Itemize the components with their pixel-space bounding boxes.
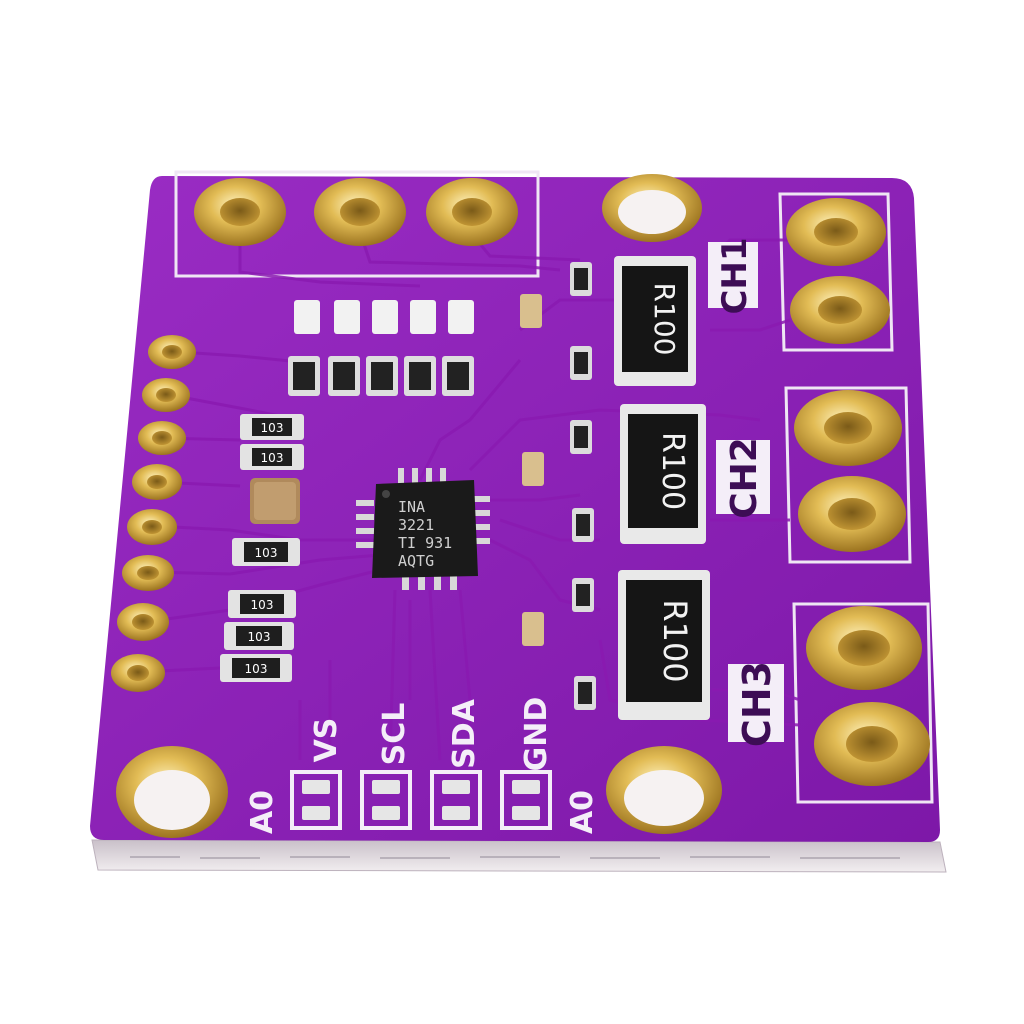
label-a0-right: A0 xyxy=(565,790,600,834)
shunt-resistor-3: R100 xyxy=(618,570,710,720)
board-edge xyxy=(91,839,947,873)
ch3-terminal-outline xyxy=(792,602,934,804)
label-scl: SCL xyxy=(377,703,412,766)
ch3-label: CH3 xyxy=(735,661,779,747)
top-header-pads xyxy=(194,178,518,246)
shunt-resistor-1: R100 xyxy=(614,256,696,386)
shunt-support-parts xyxy=(520,262,596,710)
ch2-terminal-outline xyxy=(784,386,912,564)
shunt-label-3: R100 xyxy=(656,599,694,682)
jumper-scl xyxy=(360,770,412,830)
ch2-label: CH2 xyxy=(724,437,765,519)
edge-text-marks xyxy=(130,856,900,859)
ina3221-chip: INA 3221 TI 931 AQTG xyxy=(356,468,490,590)
label-gnd: GND xyxy=(519,697,554,772)
jumper-sda xyxy=(430,770,482,830)
label-a0-left: A0 xyxy=(245,790,280,834)
channel-terminal-pads xyxy=(786,198,930,786)
pcb-surface xyxy=(90,176,940,842)
resistor-code-6: 103 xyxy=(245,662,268,676)
left-resistors: 103 103 103 103 103 103 xyxy=(220,414,304,682)
shunt-label-1: R100 xyxy=(648,283,681,356)
shunt-label-2: R100 xyxy=(655,432,690,510)
top-resistor-array xyxy=(288,300,474,396)
resistor-code-3: 103 xyxy=(255,546,278,560)
resistor-code-2: 103 xyxy=(261,451,284,465)
resistor-code-4: 103 xyxy=(251,598,274,612)
bottom-pin-labels: VS SCL SDA GND A0 A0 xyxy=(245,697,600,834)
chip-line-4: AQTG xyxy=(398,552,434,570)
pcb-traces xyxy=(139,231,801,761)
mounting-holes xyxy=(116,174,722,838)
jumper-vs xyxy=(290,770,342,830)
resistor-code-5: 103 xyxy=(248,630,271,644)
ch1-terminal-outline xyxy=(778,192,894,352)
chip-line-2: 3221 xyxy=(398,516,434,534)
resistor-code-1: 103 xyxy=(261,421,284,435)
channel-labels: CH1 CH2 CH3 xyxy=(708,237,784,747)
chip-line-3: TI 931 xyxy=(398,534,452,552)
top-header-outline xyxy=(174,170,540,278)
chip-line-1: INA xyxy=(398,498,425,516)
label-vs: VS xyxy=(309,718,344,763)
label-sda: SDA xyxy=(447,698,482,769)
address-jumpers xyxy=(290,770,552,830)
left-side-pads xyxy=(111,335,196,692)
ch1-label: CH1 xyxy=(715,237,755,314)
shunt-resistor-2: R100 xyxy=(620,404,706,544)
jumper-gnd xyxy=(500,770,552,830)
